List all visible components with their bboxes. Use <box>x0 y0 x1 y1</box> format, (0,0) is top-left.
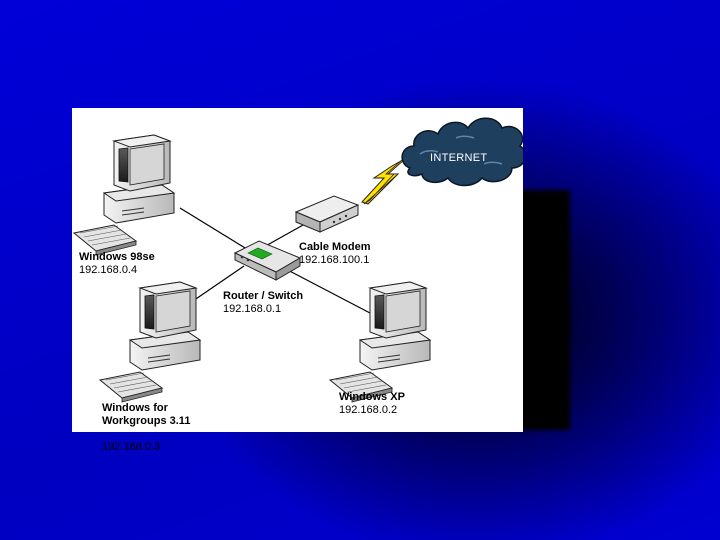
lightning-icon <box>361 157 407 205</box>
modem-icon <box>294 195 360 233</box>
internet-label: INTERNET <box>430 152 488 164</box>
wfw-name: Windows for Workgroups 3.11 <box>102 402 191 427</box>
link-win98-router <box>179 207 251 252</box>
drop-shadow <box>520 190 570 430</box>
cable-modem-name: Cable Modem <box>299 241 371 253</box>
computer-icon <box>73 134 175 256</box>
wfw-ip: 192.168.0.3 <box>102 441 161 453</box>
winxp-label: Windows XP 192.168.0.2 <box>339 391 405 417</box>
win98-ip: 192.168.0.4 <box>79 264 138 276</box>
router-icon <box>233 240 302 281</box>
winxp-name: Windows XP <box>339 391 405 403</box>
router-label: Router / Switch 192.168.0.1 <box>223 290 303 316</box>
computer-icon <box>99 281 201 403</box>
link-winxp-router <box>279 265 371 314</box>
win98-label: Windows 98se 192.168.0.4 <box>79 251 155 277</box>
router-ip: 192.168.0.1 <box>223 303 282 315</box>
network-diagram: INTERNET Cable Modem 192.168.100.1 Route… <box>72 108 523 453</box>
router-name: Router / Switch <box>223 290 304 302</box>
cable-modem-ip: 192.168.100.1 <box>299 254 370 266</box>
diagram-canvas <box>73 117 523 403</box>
cloud-icon <box>401 117 523 187</box>
win98-name: Windows 98se <box>79 251 155 263</box>
cable-modem-label: Cable Modem 192.168.100.1 <box>299 241 371 267</box>
winxp-ip: 192.168.0.2 <box>339 404 398 416</box>
link-wfw-router <box>189 265 245 304</box>
wfw-label: Windows for Workgroups 3.11 192.168.0.3 <box>102 389 190 467</box>
